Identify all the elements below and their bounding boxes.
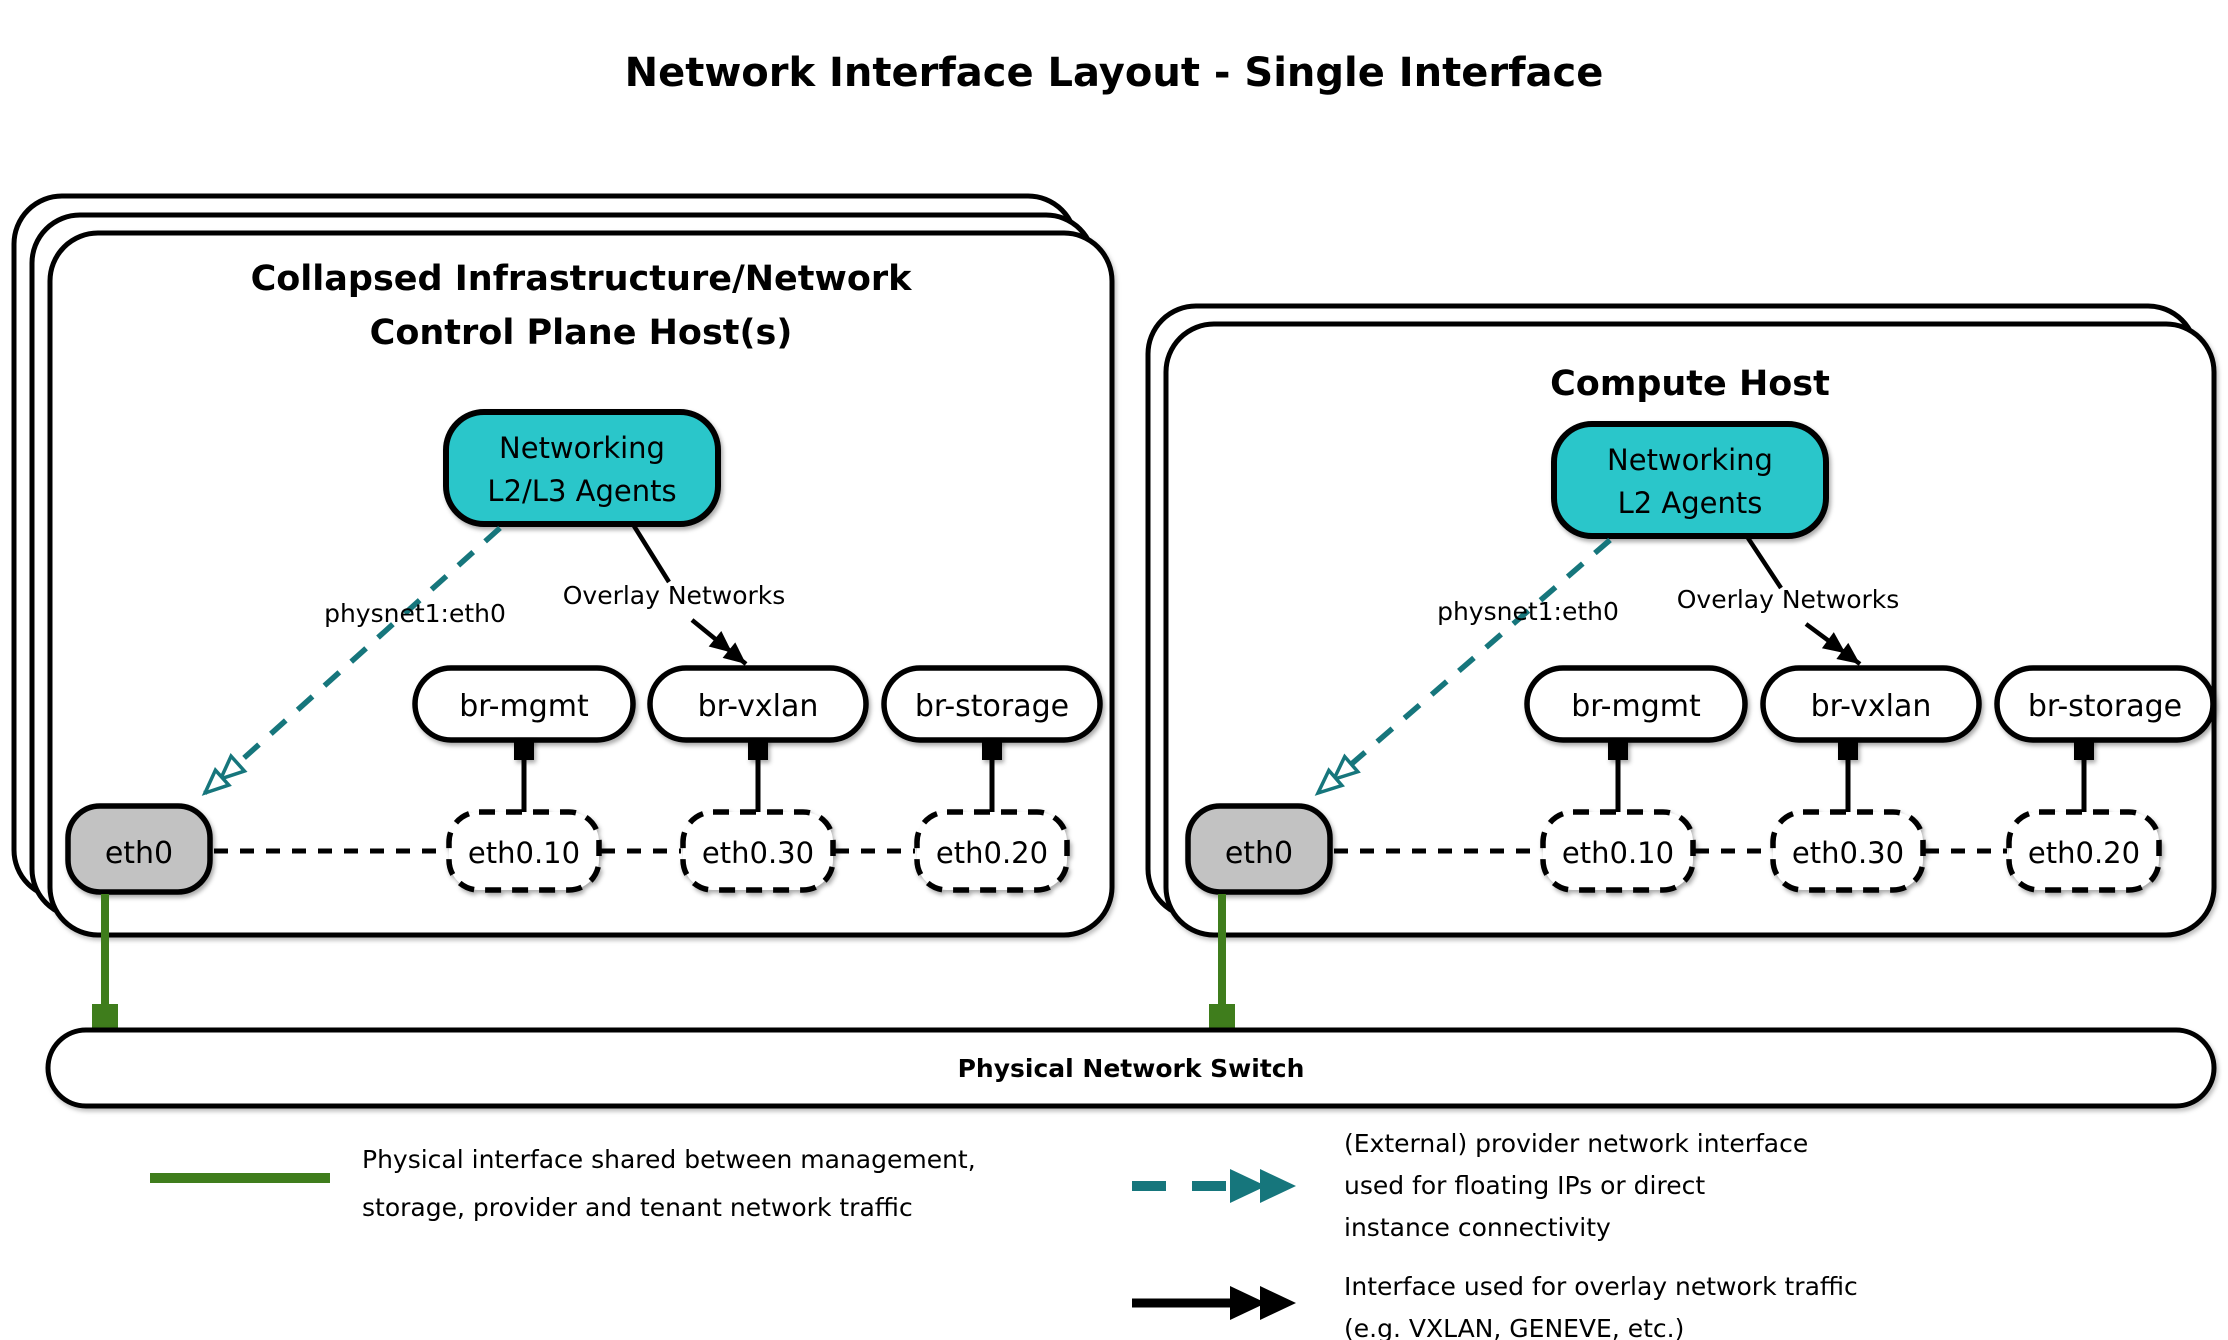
compute-port-square-vxlan [1838, 738, 1858, 760]
compute-bridge-br-vxlan [1760, 665, 1982, 743]
control-eth0-node [65, 803, 213, 895]
control-port-square-mgmt [514, 738, 534, 760]
control-provider-network-label: physnet1:eth0 [324, 599, 506, 628]
legend-overlay-text-2: (e.g. VXLAN, GENEVE, etc.) [1344, 1314, 1684, 1340]
compute-agents-label-line1: Networking [1607, 443, 1773, 477]
compute-overlay-arrow [1804, 622, 1862, 666]
compute-host-group: Compute Host Networking L2 Agents physne… [1145, 303, 2217, 1034]
control-vlan-eth0-10 [446, 809, 602, 893]
control-host-title-line1: Collapsed Infrastructure/Network [251, 259, 913, 299]
compute-host-title: Compute Host [1550, 364, 1830, 404]
control-provider-network-arrow [201, 525, 502, 796]
compute-vlan-eth0-30-label: eth0.30 [1792, 836, 1904, 870]
control-vlan-eth0-30-label: eth0.30 [702, 836, 814, 870]
legend-overlay-text-1: Interface used for overlay network traff… [1344, 1272, 1858, 1301]
legend-provider-text-3: instance connectivity [1344, 1213, 1611, 1242]
compute-bridge-br-vxlan-label: br-vxlan [1811, 689, 1932, 724]
control-port-square-vxlan [748, 738, 768, 760]
control-host-box-front [47, 230, 1115, 938]
compute-bridge-br-storage [1994, 665, 2216, 743]
legend-overlay-arrow-swatch-head-1 [1230, 1286, 1266, 1320]
compute-port-square-storage [2074, 738, 2094, 760]
control-port-square-storage [982, 738, 1002, 760]
compute-bridge-br-mgmt [1524, 665, 1748, 743]
physical-network-switch-label: Physical Network Switch [958, 1054, 1305, 1083]
compute-vlan-eth0-20 [2006, 809, 2162, 893]
control-agents-label-line1: Networking [499, 431, 665, 465]
control-overlay-line-upper [632, 524, 671, 584]
physical-network-switch-bar [45, 1027, 2217, 1109]
compute-host-box-front [1163, 321, 2217, 938]
compute-networking-agents-node [1551, 421, 1829, 539]
compute-port-square-mgmt [1608, 738, 1628, 760]
control-host-title-line2: Control Plane Host(s) [370, 313, 793, 353]
compute-vlan-eth0-30 [1770, 809, 1926, 893]
compute-vlan-eth0-20-label: eth0.20 [2028, 836, 2140, 870]
compute-provider-network-label: physnet1:eth0 [1437, 597, 1619, 626]
compute-eth0-node [1185, 803, 1333, 895]
legend: Physical interface shared between manage… [150, 1129, 1858, 1340]
compute-overlay-line-upper [1746, 536, 1783, 590]
control-eth0-label: eth0 [105, 836, 173, 871]
legend-provider-arrow-swatch-head-2 [1260, 1169, 1296, 1203]
compute-agents-label-line2: L2 Agents [1618, 486, 1763, 520]
control-bridge-br-storage-label: br-storage [915, 689, 1069, 724]
control-agents-label-line2: L2/L3 Agents [487, 474, 676, 508]
legend-overlay-arrow-swatch-head-2 [1260, 1286, 1296, 1320]
compute-bridge-br-storage-label: br-storage [2028, 689, 2182, 724]
legend-green-line-text-1: Physical interface shared between manage… [362, 1145, 976, 1174]
legend-green-line-text-2: storage, provider and tenant network tra… [362, 1193, 913, 1222]
control-networking-agents-node [443, 409, 721, 527]
control-vlan-eth0-30 [680, 809, 836, 893]
compute-eth0-label: eth0 [1225, 836, 1293, 871]
control-bridge-br-vxlan-label: br-vxlan [698, 689, 819, 724]
compute-bridge-br-mgmt-label: br-mgmt [1571, 689, 1701, 724]
compute-vlan-eth0-10-label: eth0.10 [1562, 836, 1674, 870]
compute-vlan-eth0-10 [1540, 809, 1696, 893]
diagram-title: Network Interface Layout - Single Interf… [625, 50, 1604, 96]
control-vlan-eth0-20 [914, 809, 1070, 893]
control-bridge-br-mgmt-label: br-mgmt [459, 689, 589, 724]
legend-provider-text-1: (External) provider network interface [1344, 1129, 1808, 1158]
control-vlan-eth0-10-label: eth0.10 [468, 836, 580, 870]
legend-provider-text-2: used for floating IPs or direct [1344, 1171, 1705, 1200]
control-plane-host-group: Collapsed Infrastructure/Network Control… [11, 193, 1115, 1034]
legend-provider-arrow-swatch-head-1 [1230, 1169, 1266, 1203]
control-overlay-arrow [690, 618, 748, 666]
compute-overlay-label: Overlay Networks [1677, 585, 1900, 614]
control-overlay-label: Overlay Networks [563, 581, 786, 610]
compute-provider-network-arrow [1314, 537, 1612, 796]
control-vlan-eth0-20-label: eth0.20 [936, 836, 1048, 870]
